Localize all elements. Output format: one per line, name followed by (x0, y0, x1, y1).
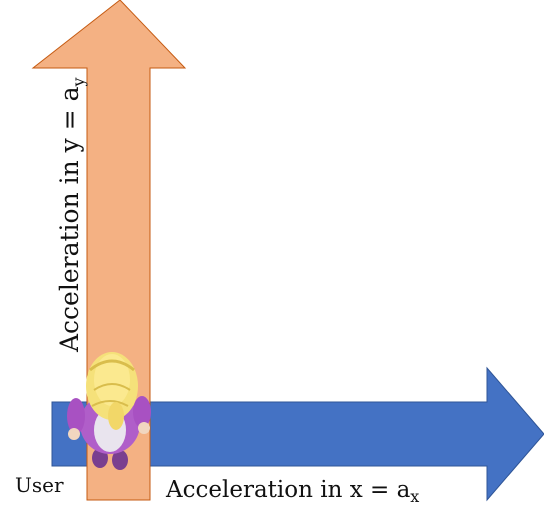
user-character-icon (67, 352, 151, 470)
y-label-subscript: y (69, 77, 88, 87)
y-acceleration-label: Acceleration in y = ay (55, 77, 88, 353)
x-label-prefix: Acceleration in x = a (165, 477, 411, 503)
x-acceleration-label: Acceleration in x = ax (165, 477, 419, 506)
user-label: User (15, 473, 64, 497)
y-label-prefix: Acceleration in y = a (55, 86, 84, 353)
x-label-subscript: x (410, 487, 419, 506)
